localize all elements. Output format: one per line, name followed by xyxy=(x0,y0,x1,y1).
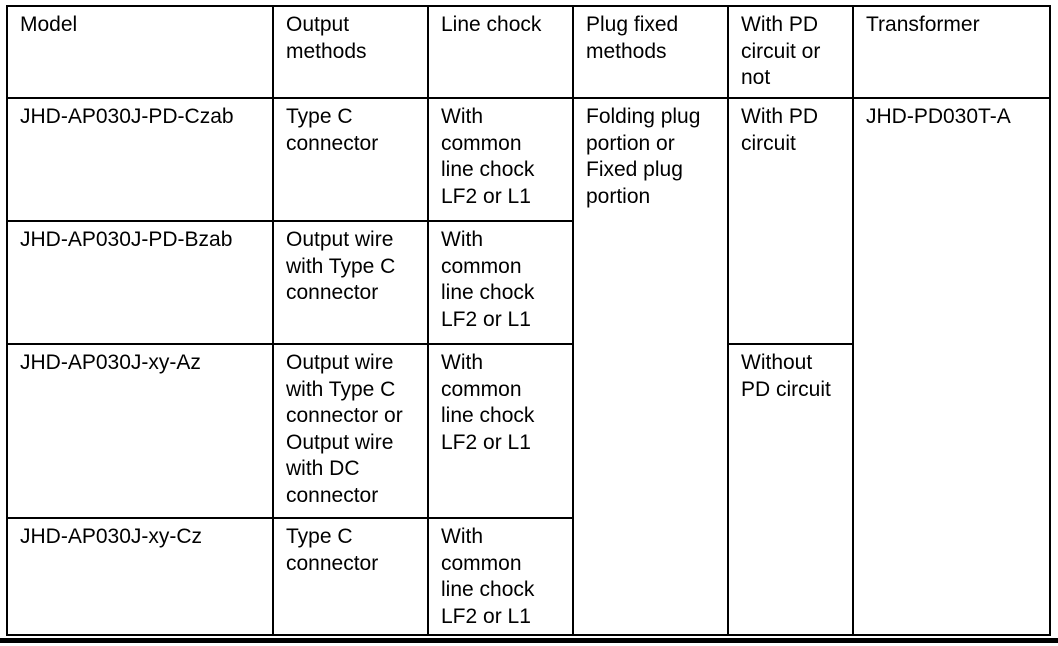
cell-output-method-2: Output wire with Type C connector xyxy=(272,220,429,345)
cell-model-3: JHD-AP030J-xy-Az xyxy=(6,343,274,519)
table-row: JHD-AP030J-xy-Cz Type C connector With c… xyxy=(6,517,1050,636)
table-row: JHD-AP030J-PD-Bzab Output wire with Type… xyxy=(6,220,1050,345)
header-cell-model: Model xyxy=(6,5,274,99)
cell-line-chock-1: With common line chock LF2 or L1 xyxy=(427,97,574,222)
header-cell-output-methods: Output methods xyxy=(272,5,429,99)
cell-model-2: JHD-AP030J-PD-Bzab xyxy=(6,220,274,345)
spec-table: Model Output methods Line chock Plug fix… xyxy=(6,5,1051,636)
table-row: JHD-AP030J-PD-Czab Type C connector With… xyxy=(6,97,1051,636)
header-cell-transformer: Transformer xyxy=(852,5,1051,99)
cell-output-method-1: Type C connector xyxy=(272,97,429,222)
merged-cell-transformer: JHD-PD030T-A xyxy=(852,97,1051,636)
header-cell-pd-circuit: With PD circuit or not xyxy=(727,5,854,99)
cell-line-chock-3: With common line chock LF2 or L1 xyxy=(427,343,574,519)
header-row: Model Output methods Line chock Plug fix… xyxy=(6,5,1051,99)
cell-output-method-4: Type C connector xyxy=(272,517,429,636)
cell-line-chock-2: With common line chock LF2 or L1 xyxy=(427,220,574,345)
cell-model-4: JHD-AP030J-xy-Cz xyxy=(6,517,274,636)
cell-output-method-3: Output wire with Type C connector or Out… xyxy=(272,343,429,519)
header-cell-line-chock: Line chock xyxy=(427,5,574,99)
table-row: JHD-AP030J-xy-Az Output wire with Type C… xyxy=(6,343,1050,636)
merged-cell-without-pd-circuit: Without PD circuit xyxy=(727,343,854,636)
merged-cell-with-pd-circuit: With PD circuit xyxy=(727,97,854,345)
cell-model-1: JHD-AP030J-PD-Czab xyxy=(6,97,274,222)
page-bottom-rule xyxy=(0,638,1058,643)
header-cell-plug-fixed-methods: Plug fixed methods xyxy=(572,5,729,99)
cell-line-chock-4: With common line chock LF2 or L1 xyxy=(427,517,574,636)
merged-cell-plug-fixed-methods: Folding plug portion or Fixed plug porti… xyxy=(572,97,729,636)
